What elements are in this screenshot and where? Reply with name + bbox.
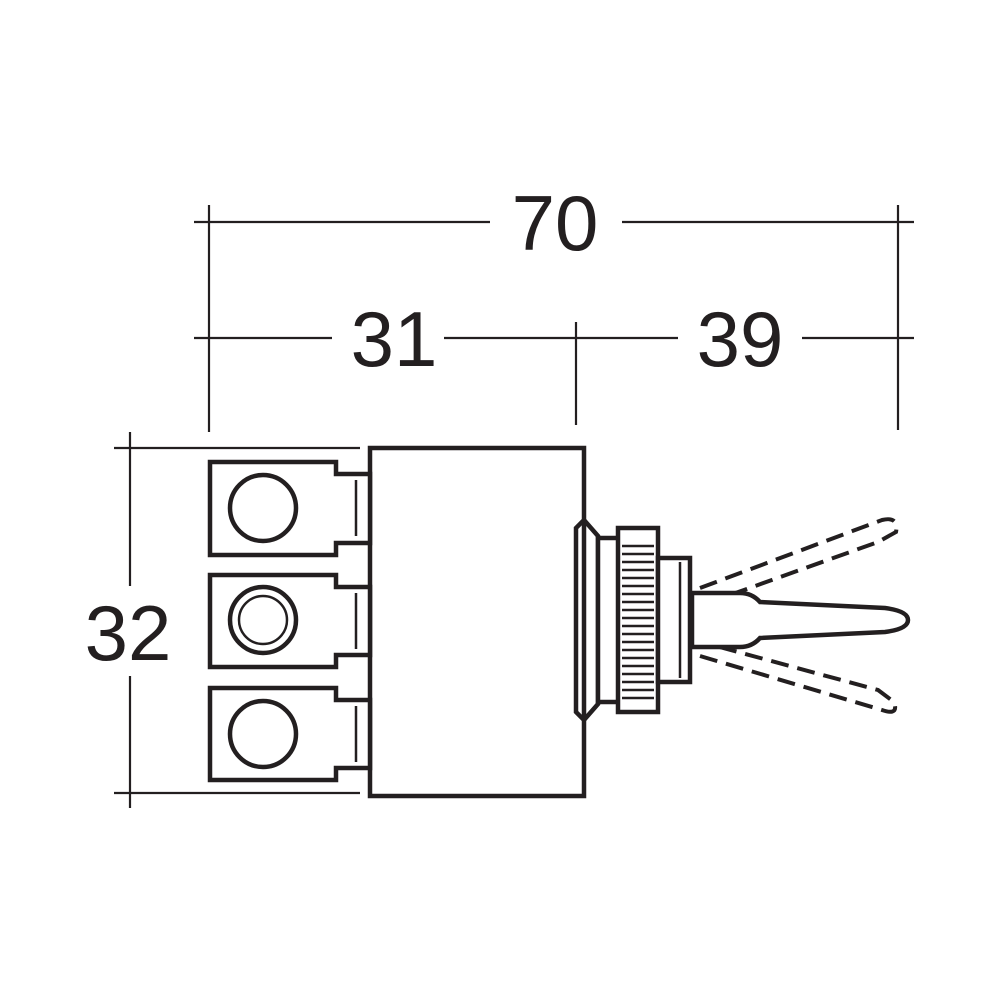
terminal-middle <box>207 572 373 670</box>
terminal-screw-bottom <box>227 698 299 770</box>
dimension-label-body: 31 <box>351 295 438 383</box>
knurled-nut <box>615 525 661 715</box>
knurl-lines <box>622 544 654 700</box>
dimension-height: 32 <box>85 432 360 808</box>
dimension-overall: 70 <box>194 179 914 432</box>
dimension-label-toggle: 39 <box>697 295 784 383</box>
dimension-label-height: 32 <box>85 589 172 677</box>
terminal-screw-middle-inner <box>237 594 289 646</box>
threaded-bushing <box>655 555 693 685</box>
bushing <box>581 514 693 726</box>
toggle-lever <box>689 590 911 650</box>
terminal-screw-top <box>227 472 299 544</box>
dimension-segments: 31 39 <box>194 295 914 425</box>
toggle-lever-alternate-positions <box>699 517 899 714</box>
terminal-top <box>207 459 373 558</box>
terminal-bottom <box>207 685 373 783</box>
dimension-label-overall: 70 <box>512 179 599 267</box>
switch-body <box>367 445 587 799</box>
